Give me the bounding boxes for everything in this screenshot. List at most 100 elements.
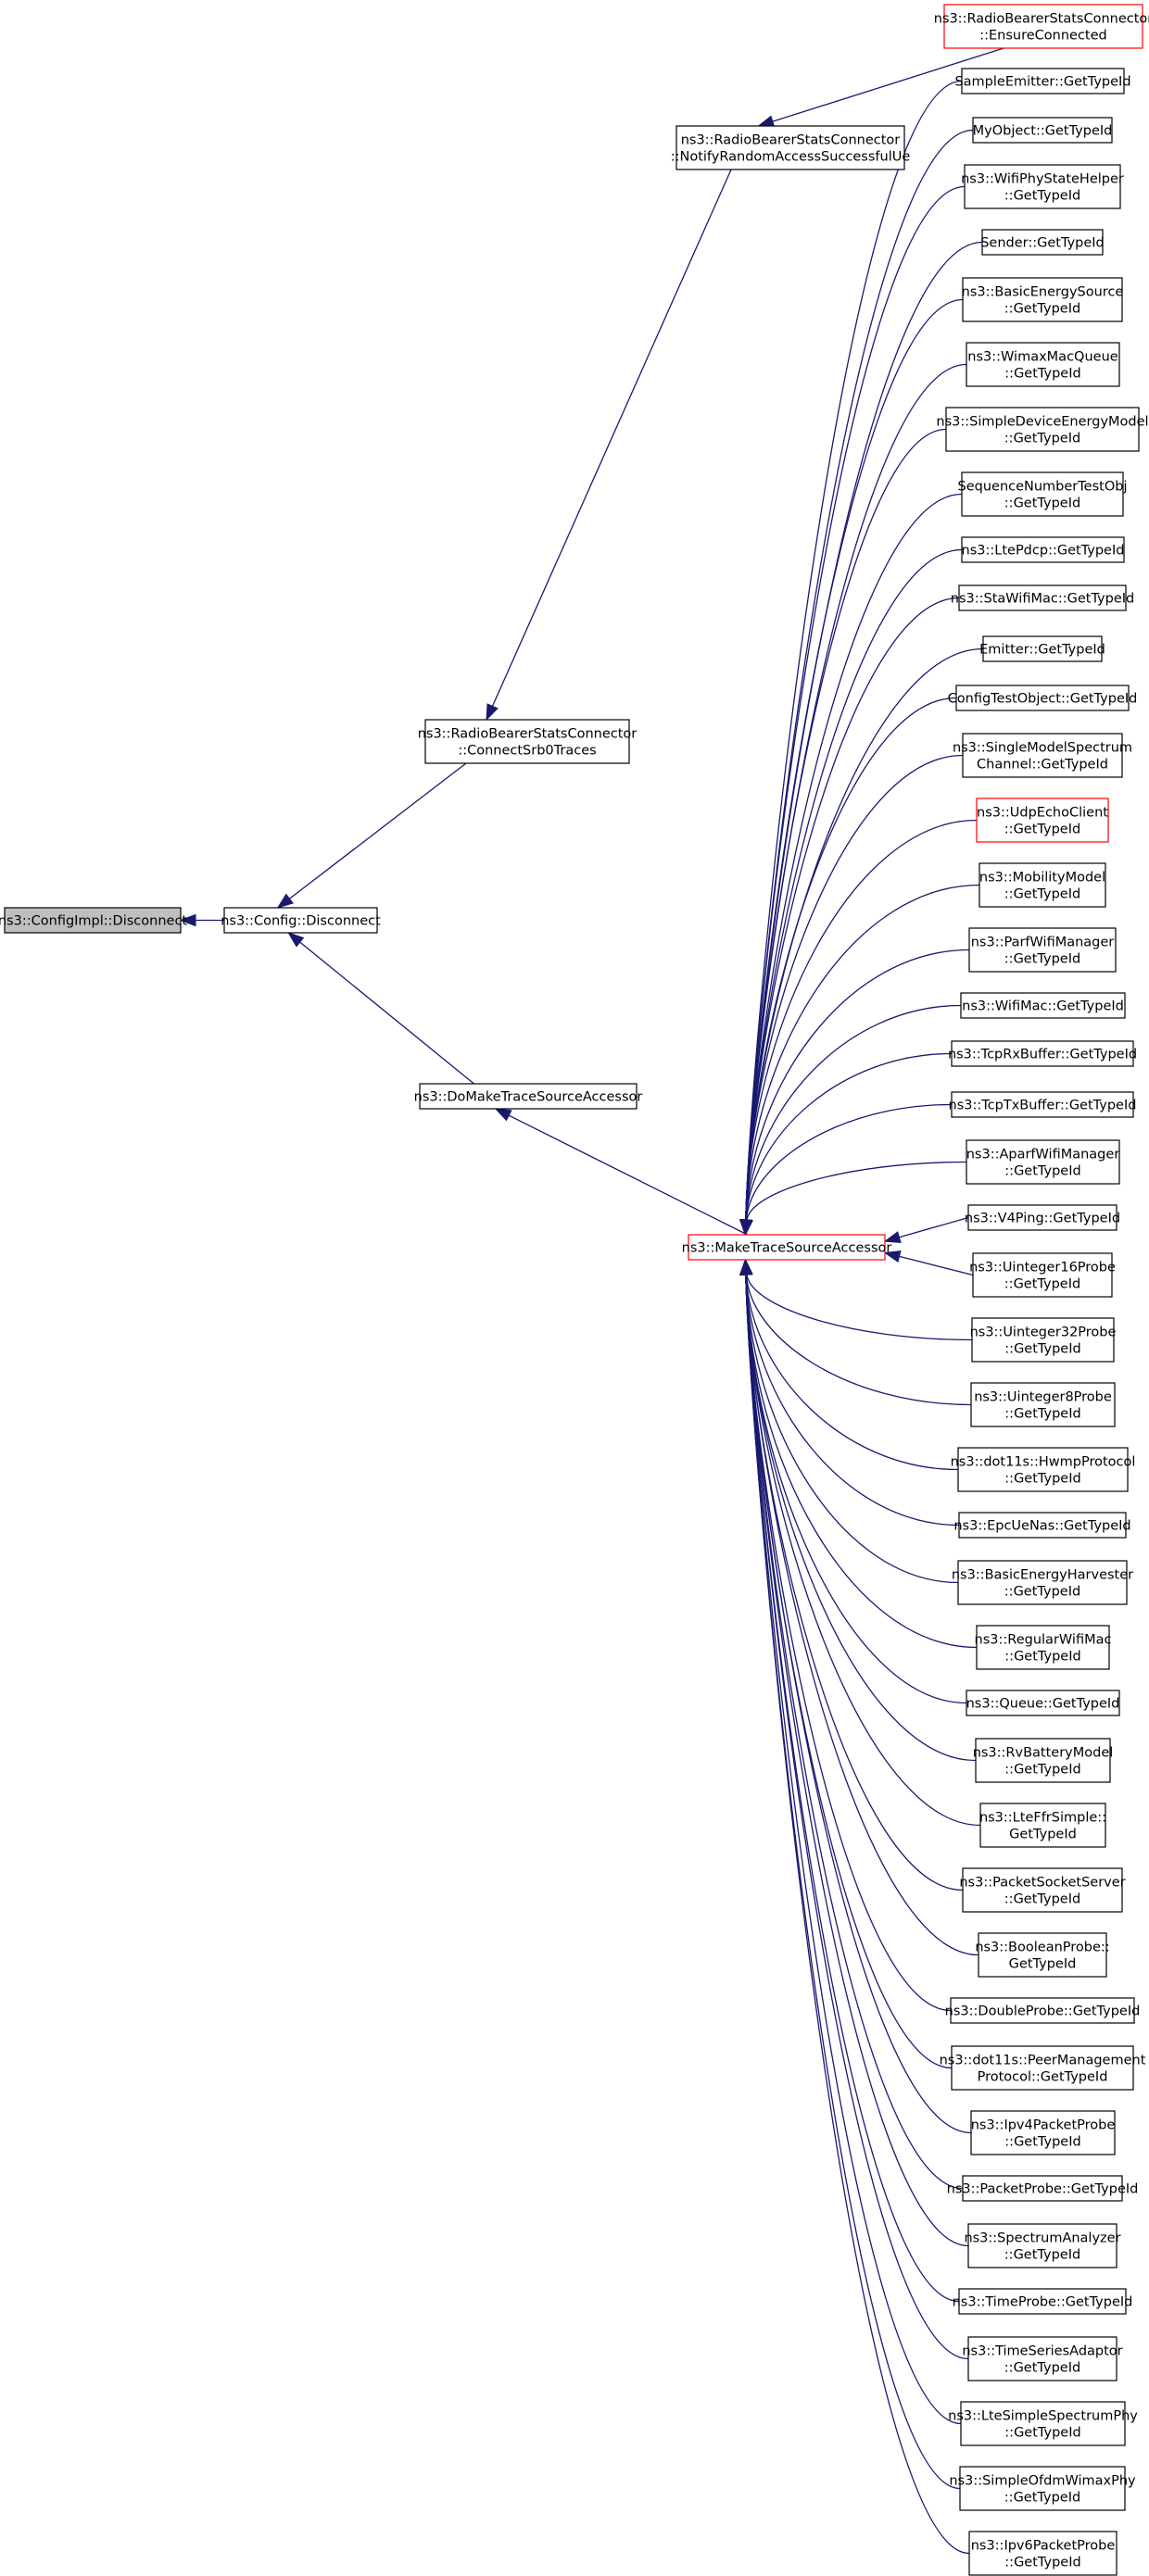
edge-gettypeid-5-to-maketracesourceaccessor <box>745 363 967 1221</box>
node-box <box>979 1803 1106 1848</box>
node-parfwifimanager-gettypeid[interactable]: ns3::ParfWifiManager::GetTypeId <box>968 927 1117 973</box>
node-wifimac-gettypeid[interactable]: ns3::WifiMac::GetTypeId <box>960 992 1126 1019</box>
node-singlemodelspectrumchannel-gettypeid[interactable]: ns3::SingleModelSpectrumChannel::GetType… <box>953 733 1132 778</box>
node-box <box>962 277 1123 322</box>
node-mobilitymodel-gettypeid[interactable]: ns3::MobilityModel::GetTypeId <box>979 862 1106 908</box>
node-label: ns3::BasicEnergyHarvester <box>952 1568 1133 1583</box>
node-regularwifimac-gettypeid[interactable]: ns3::RegularWifiMac::GetTypeId <box>975 1625 1112 1670</box>
node-label: ns3::dot11s::HwmpProtocol <box>951 1455 1136 1470</box>
node-domaketracesourceaccessor[interactable]: ns3::DoMakeTraceSourceAccessor <box>414 1083 643 1110</box>
node-basicenergyharvester-gettypeid[interactable]: ns3::BasicEnergyHarvester::GetTypeId <box>952 1560 1133 1605</box>
node-label: ns3::UdpEchoClient <box>977 806 1108 821</box>
node-timeseriesadaptor-gettypeid[interactable]: ns3::TimeSeriesAdaptor::GetTypeId <box>962 2336 1123 2381</box>
node-box <box>688 1234 886 1261</box>
node-label: ns3::WifiPhyStateHelper <box>961 172 1124 187</box>
node-label: ::GetTypeId <box>1004 1763 1080 1778</box>
node-ipv6packetprobe-gettypeid[interactable]: ns3::Ipv6PacketProbe::GetTypeId <box>968 2531 1117 2576</box>
node-label: ns3::TcpTxBuffer::GetTypeId <box>949 1099 1137 1113</box>
node-sampleemitter-gettypeid[interactable]: SampleEmitter::GetTypeId <box>954 68 1131 94</box>
node-booleanprobe-gettypeid[interactable]: ns3::BooleanProbe::GetTypeId <box>975 1932 1110 1978</box>
edge-gettypeid-9-to-maketracesourceaccessor <box>745 597 960 1221</box>
edge-gettypeid-39-to-maketracesourceaccessor <box>745 1274 969 2360</box>
node-label: ::GetTypeId <box>1004 189 1080 204</box>
node-packetprobe-gettypeid[interactable]: ns3::PacketProbe::GetTypeId <box>947 2175 1139 2202</box>
node-udpechoclient-gettypeid[interactable]: ns3::UdpEchoClient::GetTypeId <box>976 798 1109 843</box>
node-box <box>970 2110 1116 2155</box>
edge-gettypeid-1-to-maketracesourceaccessor <box>745 129 974 1221</box>
node-basicenergysource-gettypeid[interactable]: ns3::BasicEnergySource::GetTypeId <box>962 277 1124 322</box>
node-label: ::GetTypeId <box>1004 2556 1080 2570</box>
node-v4ping-gettypeid[interactable]: ns3::V4Ping::GetTypeId <box>965 1204 1120 1231</box>
edge-gettypeid-30-to-maketracesourceaccessor <box>745 1274 981 1827</box>
node-dot11s-hwmpprotocol-gettypeid[interactable]: ns3::dot11s::HwmpProtocol::GetTypeId <box>951 1447 1136 1492</box>
node-ipv4packetprobe-gettypeid[interactable]: ns3::Ipv4PacketProbe::GetTypeId <box>970 2110 1116 2155</box>
node-sender-gettypeid[interactable]: Sender::GetTypeId <box>980 229 1105 256</box>
node-label: ::GetTypeId <box>1004 1892 1080 1907</box>
node-aparfwifimanager-gettypeid[interactable]: ns3::AparfWifiManager::GetTypeId <box>966 1139 1120 1185</box>
node-box <box>962 2175 1123 2202</box>
node-uinteger16probe-gettypeid[interactable]: ns3::Uinteger16Probe::GetTypeId <box>969 1252 1116 1298</box>
node-box <box>978 1932 1107 1978</box>
node-stawifimac-gettypeid[interactable]: ns3::StaWifiMac::GetTypeId <box>951 584 1134 611</box>
node-label: ns3::StaWifiMac::GetTypeId <box>951 592 1134 607</box>
node-label: ns3::SimpleDeviceEnergyModel <box>936 415 1148 430</box>
node-label: ::GetTypeId <box>1004 302 1080 317</box>
node-box <box>223 907 378 934</box>
edge-gettypeid-37-to-maketracesourceaccessor <box>745 1274 969 2247</box>
node-uinteger8probe-gettypeid[interactable]: ns3::Uinteger8Probe::GetTypeId <box>970 1382 1116 1427</box>
node-configtestobject-gettypeid[interactable]: ConfigTestObject::GetTypeId <box>948 685 1138 711</box>
node-box <box>951 1040 1134 1067</box>
node-simpleofdmwimaxphy-gettypeid[interactable]: ns3::SimpleOfdmWimaxPhy::GetTypeId <box>949 2466 1136 2511</box>
edge-gettypeid-16-to-maketracesourceaccessor <box>745 1004 962 1221</box>
node-maketracesourceaccessor[interactable]: ns3::MakeTraceSourceAccessor <box>682 1234 892 1261</box>
node-tcprxbuffer-gettypeid[interactable]: ns3::TcpRxBuffer::GetTypeId <box>948 1040 1137 1067</box>
node-label: ns3::ParfWifiManager <box>971 936 1115 950</box>
node-label: ns3::LteSimpleSpectrumPhy <box>948 2409 1138 2424</box>
node-myobject-gettypeid[interactable]: MyObject::GetTypeId <box>972 117 1113 144</box>
node-radiobearerstatsconnector-connectsrb0traces[interactable]: ns3::RadioBearerStatsConnector::ConnectS… <box>418 719 638 764</box>
node-box <box>968 2531 1117 2576</box>
node-box <box>943 4 1143 49</box>
edge-gettypeid-8-to-maketracesourceaccessor <box>745 548 963 1221</box>
node-label: ns3::BasicEnergySource <box>962 285 1124 300</box>
node-config-disconnect[interactable]: ns3::Config::Disconnect <box>221 907 381 934</box>
node-box <box>957 1560 1128 1605</box>
node-wifiphystatehelper-gettypeid[interactable]: ns3::WifiPhyStateHelper::GetTypeId <box>961 164 1124 209</box>
node-emitter-gettypeid[interactable]: Emitter::GetTypeId <box>979 635 1105 662</box>
node-epcuenas-gettypeid[interactable]: ns3::EpcUeNas::GetTypeId <box>953 1512 1131 1539</box>
node-box <box>676 125 905 170</box>
edge-gettypeid-42-to-maketracesourceaccessor-arrowhead <box>739 1258 752 1275</box>
node-label: ns3::TimeSeriesAdaptor <box>962 2344 1122 2359</box>
node-timeprobe-gettypeid[interactable]: ns3::TimeProbe::GetTypeId <box>953 2288 1133 2315</box>
node-label: ::GetTypeId <box>1004 2491 1080 2506</box>
node-label: ns3::TcpRxBuffer::GetTypeId <box>948 1048 1137 1062</box>
node-packetsocketserver-gettypeid[interactable]: ns3::PacketSocketServer::GetTypeId <box>959 1867 1126 1913</box>
node-label: ::GetTypeId <box>1004 1585 1080 1600</box>
node-box <box>966 1690 1120 1716</box>
node-dot11s-peermanagementprotocol-gettypeid[interactable]: ns3::dot11s::PeerManagementProtocol::Get… <box>940 2045 1146 2091</box>
node-tcptxbuffer-gettypeid[interactable]: ns3::TcpTxBuffer::GetTypeId <box>949 1091 1137 1118</box>
node-rvbatterymodel-gettypeid[interactable]: ns3::RvBatteryModel::GetTypeId <box>973 1738 1114 1783</box>
node-box <box>961 471 1124 517</box>
node-queue-gettypeid[interactable]: ns3::Queue::GetTypeId <box>966 1690 1120 1716</box>
node-label: ns3::SimpleOfdmWimaxPhy <box>949 2474 1136 2489</box>
node-radiobearerstatsconnector-notifyrandomaccesssuccessfulue[interactable]: ns3::RadioBearerStatsConnector::NotifyRa… <box>671 125 911 170</box>
node-simpledeviceenergymodel-gettypeid[interactable]: ns3::SimpleDeviceEnergyModel::GetTypeId <box>936 407 1149 452</box>
node-box <box>967 2223 1117 2268</box>
node-sequencenumbertestobj-gettypeid[interactable]: SequenceNumberTestObj::GetTypeId <box>958 471 1128 517</box>
edge-gettypeid-6-to-maketracesourceaccessor <box>745 428 947 1221</box>
node-lteffrsimple-gettypeid[interactable]: ns3::LteFfrSimple::GetTypeId <box>979 1803 1106 1848</box>
node-label: SequenceNumberTestObj <box>958 480 1128 495</box>
node-label: ns3::TimeProbe::GetTypeId <box>953 2295 1133 2310</box>
node-ltepdcp-gettypeid[interactable]: ns3::LtePdcp::GetTypeId <box>961 536 1125 563</box>
node-label: ns3::SingleModelSpectrum <box>953 741 1132 756</box>
node-spectrumanalyzer-gettypeid[interactable]: ns3::SpectrumAnalyzer::GetTypeId <box>964 2223 1121 2268</box>
node-wimaxmacqueue-gettypeid[interactable]: ns3::WimaxMacQueue::GetTypeId <box>966 342 1120 387</box>
edge-gettypeid-35-to-maketracesourceaccessor <box>745 1274 972 2134</box>
node-ltesimplespectrumphy-gettypeid[interactable]: ns3::LteSimpleSpectrumPhy::GetTypeId <box>948 2401 1138 2446</box>
node-configimpl-disconnect[interactable]: ns3::ConfigImpl::Disconnect <box>0 907 187 934</box>
node-radiobearerstatsconnector-ensureconnected[interactable]: ns3::RadioBearerStatsConnector::EnsureCo… <box>934 4 1149 49</box>
node-box <box>424 719 630 764</box>
node-doubleprobe-gettypeid[interactable]: ns3::DoubleProbe::GetTypeId <box>945 1997 1141 2024</box>
node-uinteger32probe-gettypeid[interactable]: ns3::Uinteger32Probe::GetTypeId <box>970 1317 1117 1363</box>
